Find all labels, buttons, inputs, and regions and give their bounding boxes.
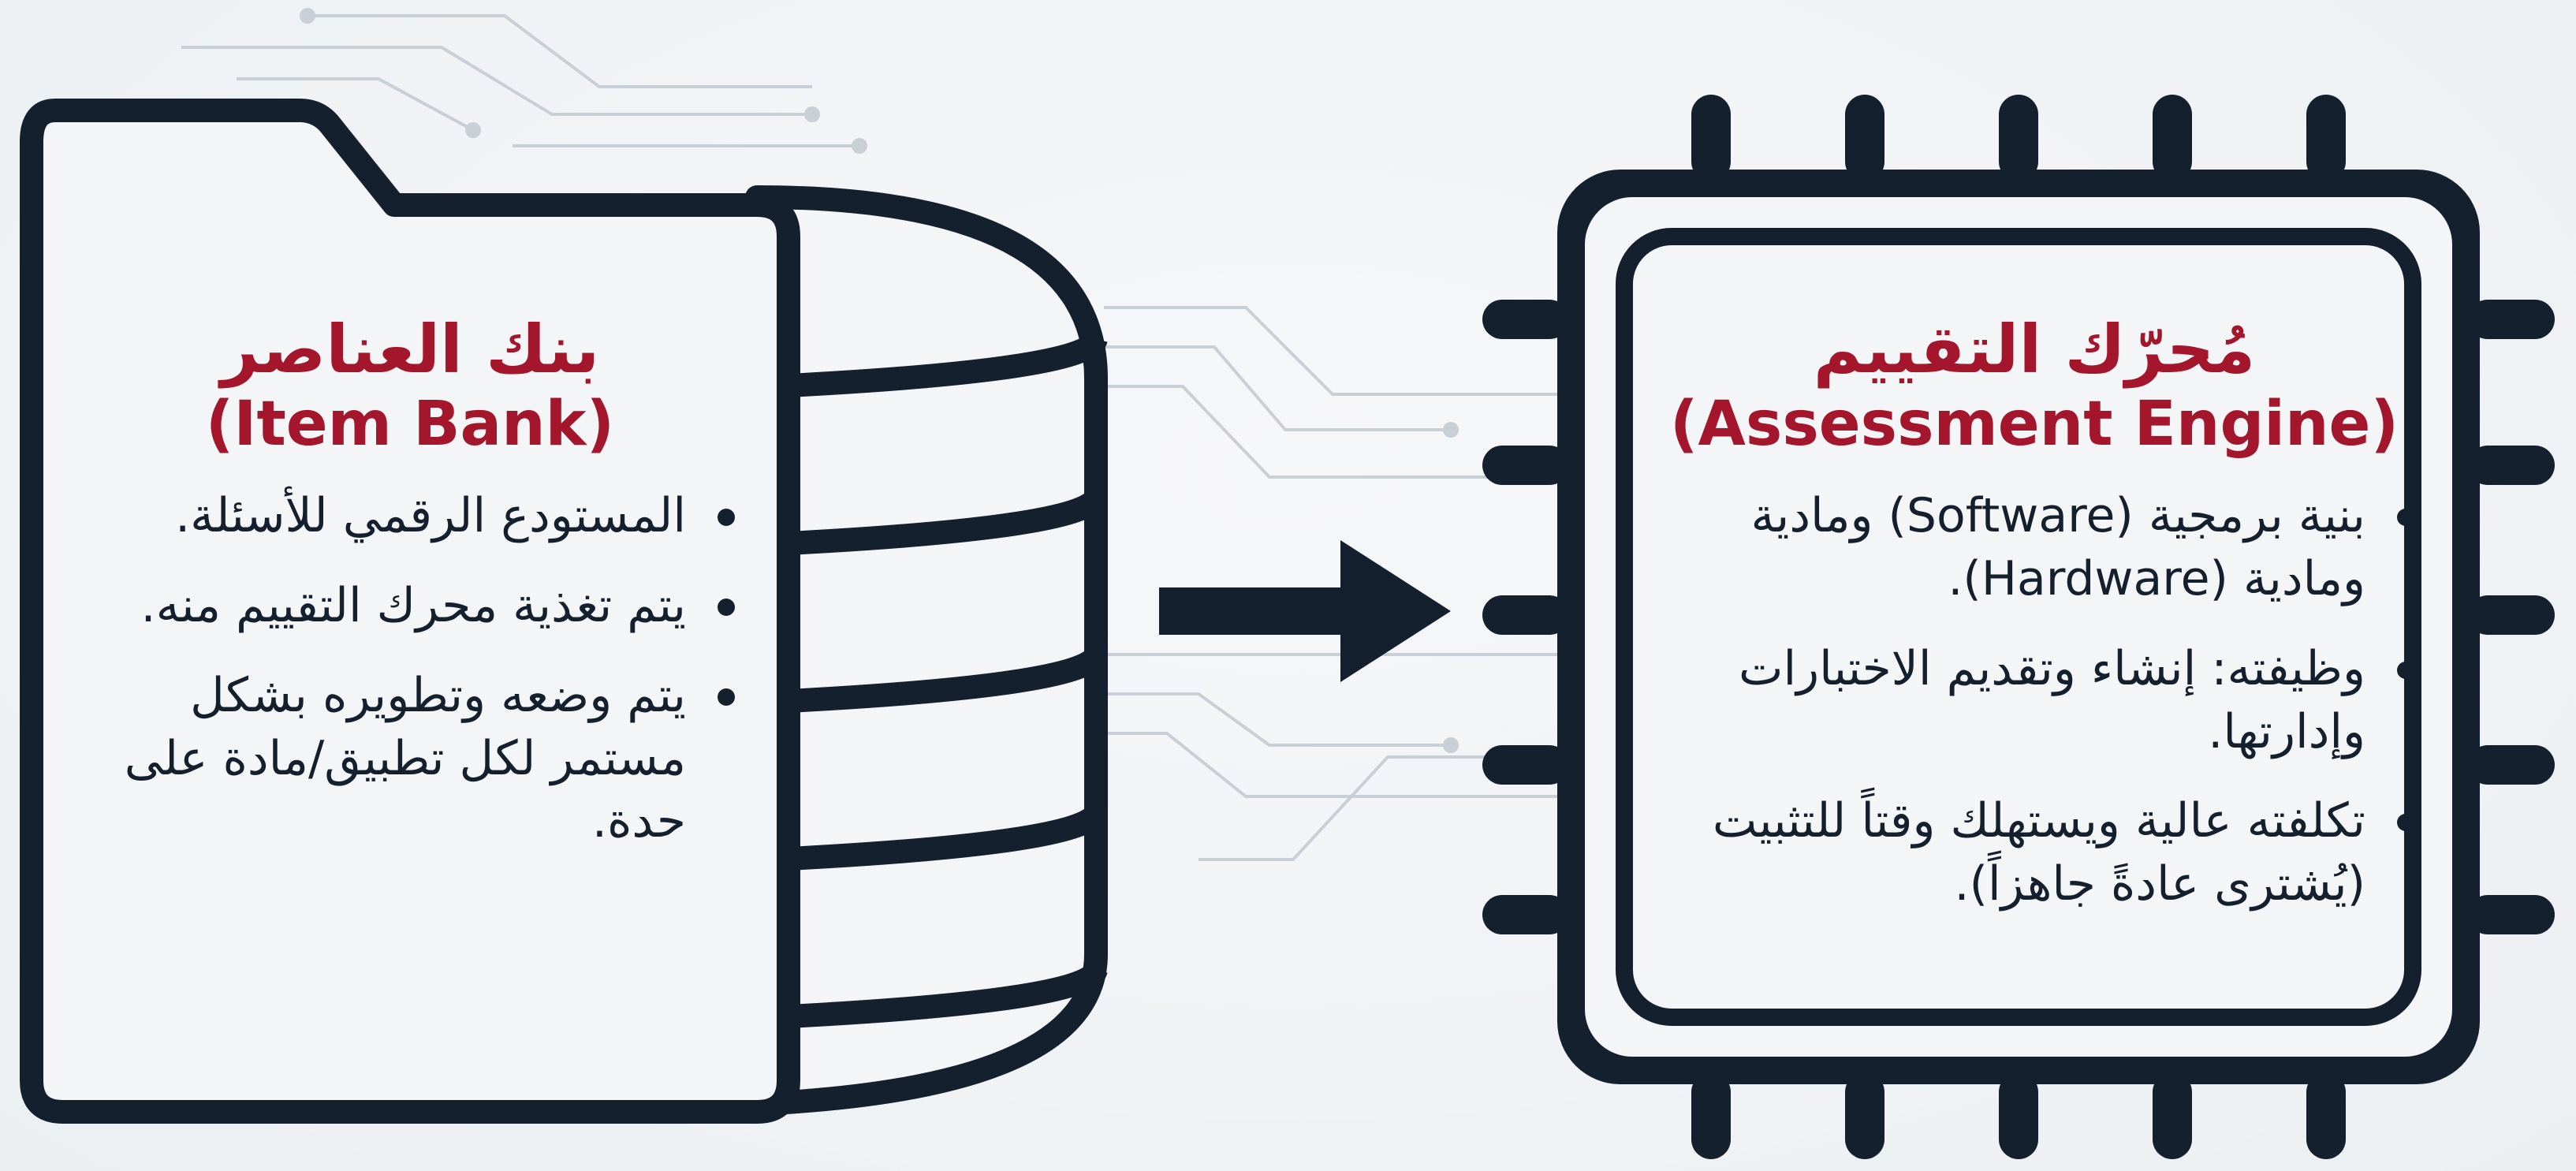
bullet-dot-icon [718,598,735,616]
item-bank-bullets: المستودع الرقمي للأسئلة. يتم تغذية محرك … [79,485,741,853]
item-bank-bullet-text: يتم تغذية محرك التقييم منه. [140,577,687,633]
item-bank-title-ar: بنك العناصر [220,311,600,388]
arrow-right-icon [1159,540,1451,682]
engine-bullet-text: وظيفته: إنشاء وتقديم الاختبارات وإدارتها… [1738,640,2365,759]
list-item: تكلفته عالية ويستهلك وقتاً للتثبيت (يُشت… [1648,790,2421,916]
item-bank-title-en: (Item Bank) [205,388,615,460]
engine-bullet-text: بنية برمجية (Software) ومادية ومادية (Ha… [1750,488,2365,606]
list-item: يتم تغذية محرك التقييم منه. [79,575,741,638]
bullet-dot-icon [718,688,735,706]
engine-bullets: بنية برمجية (Software) ومادية ومادية (Ha… [1648,485,2421,916]
list-item: يتم وضعه وتطويره بشكل مستمر لكل تطبيق/ما… [79,665,741,853]
engine-title-en: (Assessment Engine) [1669,388,2399,460]
circuit-lines-icon [181,8,1569,861]
bullet-dot-icon [2397,509,2414,527]
assessment-engine-panel: مُحرّك التقييم (Assessment Engine) بنية … [1648,311,2421,943]
database-folder-icon [20,99,1108,1124]
list-item: بنية برمجية (Software) ومادية ومادية (Ha… [1648,485,2421,611]
list-item: المستودع الرقمي للأسئلة. [79,485,741,548]
engine-bullet-text: تكلفته عالية ويستهلك وقتاً للتثبيت (يُشت… [1712,793,2365,912]
item-bank-panel: بنك العناصر (Item Bank) المستودع الرقمي … [79,311,741,880]
chip-icon [1482,95,2555,1159]
item-bank-bullet-text: يتم وضعه وتطويره بشكل مستمر لكل تطبيق/ما… [124,667,686,849]
bullet-dot-icon [718,509,735,527]
bullet-dot-icon [2397,814,2414,832]
bullet-dot-icon [2397,661,2414,679]
item-bank-bullet-text: المستودع الرقمي للأسئلة. [175,488,686,544]
list-item: وظيفته: إنشاء وتقديم الاختبارات وإدارتها… [1648,638,2421,764]
engine-title-ar: مُحرّك التقييم [1813,311,2256,388]
